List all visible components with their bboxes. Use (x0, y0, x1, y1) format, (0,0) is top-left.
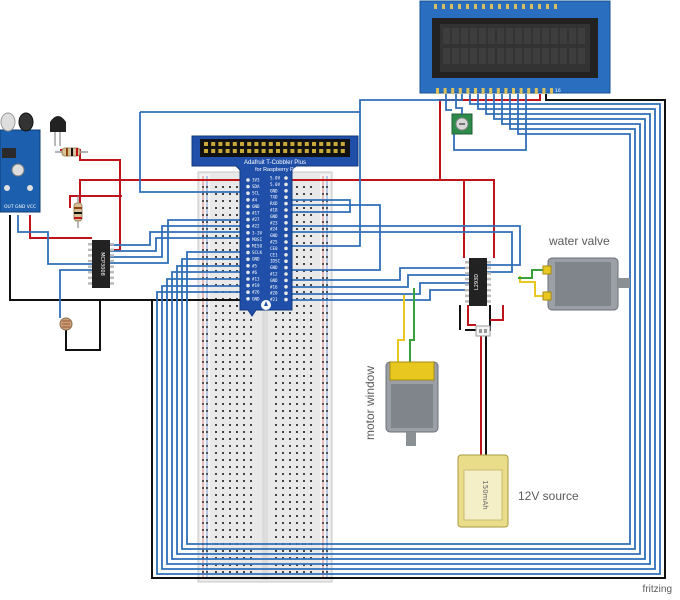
cobbler-right-pin-label: 5.0V (270, 176, 281, 181)
cobbler-left-pin-label: MISO (252, 244, 263, 249)
cobbler-left-pin-label: #27 (252, 217, 260, 222)
cobbler-right-pin-label: GND (270, 278, 278, 283)
cobbler-right-pin-label: GND (270, 233, 278, 238)
cobbler-left-pin-label: SDA (252, 184, 260, 189)
motor-wires (397, 269, 546, 455)
battery-12v: 150mAh (457, 454, 509, 528)
lcd-display: 16 (419, 0, 611, 94)
ir-sensor-module: OUT GND VCC (0, 112, 41, 213)
fritzing-brand: fritzing (643, 584, 672, 595)
black-wires (9, 94, 666, 579)
cobbler-right-pin-label: #20 (270, 291, 278, 296)
cobbler-right-pin-label: #16 (270, 284, 278, 289)
light-sensor (50, 116, 66, 146)
resistor-vertical (73, 196, 83, 228)
resistor-top (55, 147, 88, 157)
power-connector (475, 325, 491, 337)
cobbler-right-pin-label: #18 (270, 208, 278, 213)
cobbler-right-pin-label: GND (270, 265, 278, 270)
battery-capacity: 150mAh (481, 480, 489, 509)
cobbler-left-pin-label: #17 (252, 211, 260, 216)
mcp3008-chip: MCP3008 (88, 240, 114, 288)
cobbler-left-pin-label: #5 (252, 263, 258, 268)
cobbler-right-pin-label: #12 (270, 272, 278, 277)
cobbler-left-pin-label: #4 (252, 197, 258, 202)
cobbler-right-pin-label: 5.0V (270, 182, 281, 187)
cobbler-left-pin-label: #13 (252, 277, 260, 282)
cobbler-right-pin-label: IDSC (270, 259, 281, 264)
driver-chip-label: L293D (474, 274, 480, 290)
motor-window (385, 361, 439, 446)
motor-window-label: motor window (363, 366, 377, 440)
t-cobbler: Adafruit T-Cobbler Plus for Raspberry Pi… (191, 135, 359, 317)
cobbler-left-pin-label: #6 (252, 270, 258, 275)
lcd-pin-number: 16 (555, 88, 561, 94)
cobbler-right-pin-label: #21 (270, 297, 278, 302)
cobbler-left-pin-label: #26 (252, 290, 260, 295)
cobbler-right-pin-label: #23 (270, 220, 278, 225)
cobbler-left-pin-label: #22 (252, 224, 260, 229)
l293d-chip: L293D (465, 258, 491, 306)
cobbler-right-pin-label: CE0 (270, 246, 278, 251)
ir-receiver-icon (18, 112, 34, 132)
photoresistor (59, 317, 73, 331)
cobbler-left-pin-label: #19 (252, 283, 260, 288)
cobbler-right-pin-label: RXD (270, 201, 278, 206)
cobbler-left-pin-label: GND (252, 204, 260, 209)
cobbler-right-pin-label: GND (270, 214, 278, 219)
cobbler-right-pin-label: GND (270, 188, 278, 193)
cobbler-left-pin-label: 3-3V (252, 230, 263, 235)
ir-emitter-icon (0, 112, 16, 132)
adc-chip-label: MCP3008 (99, 252, 105, 276)
cobbler-right-pin-label: CE1 (270, 252, 278, 257)
cobbler-left-pin-label: GND (252, 296, 260, 301)
source-label: 12V source (518, 489, 579, 503)
cobbler-left-pin-label: SCL (252, 191, 260, 196)
water-valve-label: water valve (548, 234, 610, 248)
cobbler-title: Adafruit T-Cobbler Plus (244, 160, 306, 166)
cobbler-left-pin-label: SCLK (252, 250, 263, 255)
cobbler-right-pin-label: #24 (270, 227, 278, 232)
cobbler-left-pin-label: MOSI (252, 237, 263, 242)
cobbler-right-pin-label: TXD (270, 195, 278, 200)
water-valve-motor (542, 257, 630, 311)
svg-text:OUT GND VCC: OUT GND VCC (4, 204, 36, 210)
cobbler-left-pin-label: 3V3 (252, 178, 260, 183)
blue-wires (17, 94, 661, 575)
cobbler-left-pin-label: GND (252, 257, 260, 262)
cobbler-right-pin-label: #25 (270, 240, 278, 245)
cobbler-subtitle: for Raspberry Pi (255, 167, 295, 173)
potentiometer (451, 113, 473, 135)
